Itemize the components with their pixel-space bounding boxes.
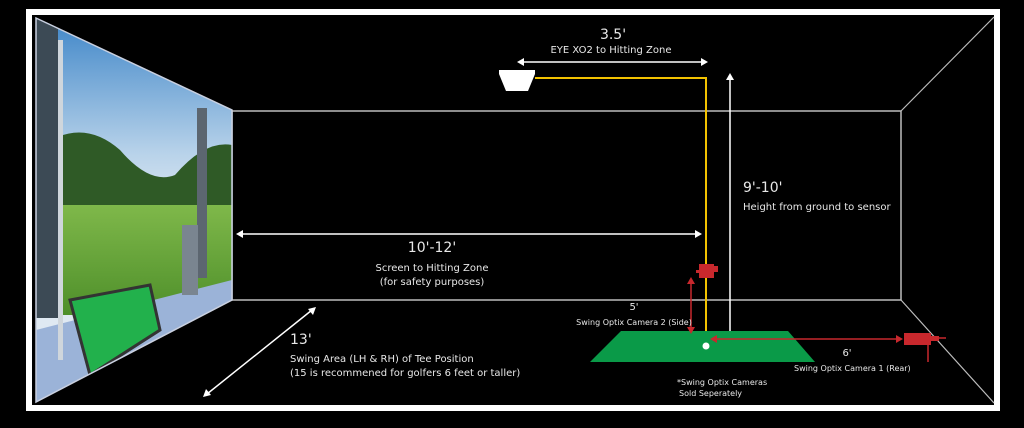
cameras-note-2: Sold Seperately: [679, 389, 743, 398]
camera-icon: [904, 333, 946, 362]
sensor-distance: 3.5': [599, 27, 627, 43]
sensor-distance-arrow: [517, 58, 708, 66]
height-arrow: [726, 73, 734, 350]
swing-area-label-2: (15 is recommened for golfers 6 feet or …: [290, 368, 521, 379]
golf-ball: [702, 342, 710, 350]
camera-icon: [696, 264, 718, 278]
swing-area-label-1: Swing Area (LH & RH) of Tee Position: [290, 354, 474, 365]
outer-frame: [26, 9, 1000, 411]
ceiling-edge-right: [900, 16, 995, 112]
rear-camera-distance: 6': [842, 348, 852, 359]
swing-area-distance: 13': [290, 332, 312, 348]
rear-camera-label: Swing Optix Camera 1 (Rear): [794, 364, 911, 373]
floor-edge-right: [900, 299, 995, 404]
overhead-sensor-icon: [499, 70, 535, 91]
height-distance: 9'-10': [743, 180, 783, 196]
sensor-line: [535, 77, 707, 346]
side-camera-distance: 5': [629, 302, 639, 313]
cameras-note-1: *Swing Optix Cameras: [677, 378, 768, 387]
sensor-label: EYE XO2 to Hitting Zone: [550, 45, 672, 56]
side-camera-label: Swing Optix Camera 2 (Side): [576, 318, 692, 327]
screen-distance: 10'-12': [407, 240, 457, 256]
side-camera-arrow: [687, 277, 695, 334]
rear-camera-arrow: [710, 335, 903, 343]
height-label: Height from ground to sensor: [743, 202, 891, 213]
screen-border: [35, 16, 233, 404]
screen-distance-arrow: [236, 230, 702, 238]
hitting-mat: [590, 331, 815, 362]
simulator-screen-image: [36, 18, 232, 402]
screen-distance-label-1: Screen to Hitting Zone: [375, 263, 489, 274]
screen-distance-label-2: (for safety purposes): [379, 277, 485, 288]
swing-area-arrow: [203, 307, 316, 397]
